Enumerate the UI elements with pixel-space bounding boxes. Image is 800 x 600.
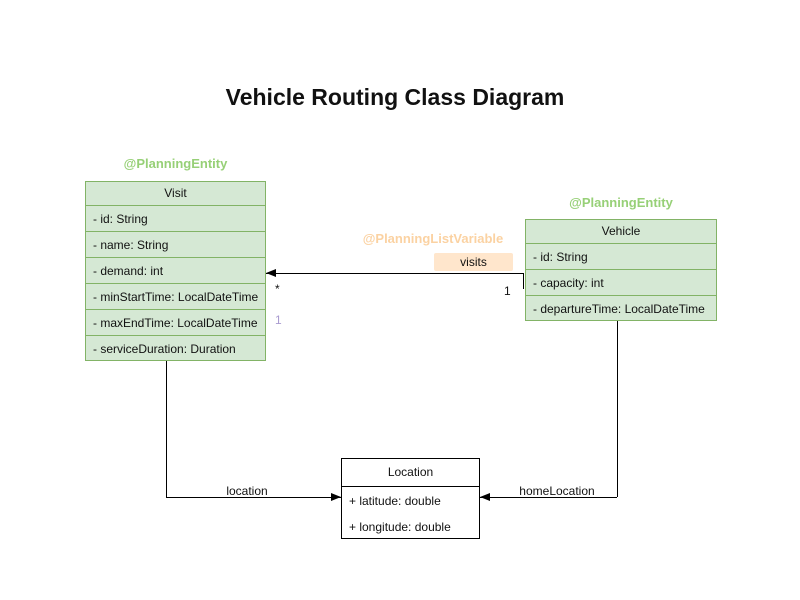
class-box-vehicle: Vehicle - id: String - capacity: int - d…	[525, 219, 717, 321]
location-class-name: Location	[342, 459, 479, 487]
visits-planning-list-variable-annotation: @PlanningListVariable	[362, 231, 504, 246]
vehicle-attribute-id: - id: String	[526, 244, 716, 270]
visit-attribute-demand: - demand: int	[86, 258, 265, 284]
homelocation-edge-line-vertical	[617, 321, 618, 497]
vehicle-class-name: Vehicle	[526, 220, 716, 244]
visit-attribute-serviceduration: - serviceDuration: Duration	[93, 342, 236, 356]
location-edge-line-horizontal	[166, 497, 341, 498]
vehicle-attribute-capacity: - capacity: int	[526, 270, 716, 296]
homelocation-edge-line-horizontal	[480, 497, 617, 498]
diagram-title: Vehicle Routing Class Diagram	[225, 84, 565, 110]
class-box-visit: Visit - id: String - name: String - dema…	[85, 181, 266, 361]
location-edge-line-vertical	[166, 361, 167, 497]
visits-arrowhead-icon	[266, 269, 276, 277]
location-arrowhead-icon	[331, 493, 341, 501]
visit-attribute-maxendtime: - maxEndTime: LocalDateTime	[86, 310, 265, 336]
visits-multiplicity-secondary: 1	[275, 313, 282, 327]
visits-edge-label: visits	[434, 253, 513, 271]
homelocation-arrowhead-icon	[480, 493, 490, 501]
visit-class-name: Visit	[86, 182, 265, 206]
vehicle-attribute-departuretime: - departureTime: LocalDateTime	[533, 302, 705, 316]
vehicle-planning-entity-annotation: @PlanningEntity	[569, 195, 673, 210]
class-box-location: Location + latitude: double + longitude:…	[341, 458, 480, 539]
visit-attribute-minstarttime: - minStartTime: LocalDateTime	[86, 284, 265, 310]
location-attribute-longitude: + longitude: double	[349, 520, 451, 534]
visits-multiplicity-source: 1	[504, 284, 511, 298]
homelocation-edge-label: homeLocation	[519, 484, 595, 498]
visits-edge-line-vertical	[523, 273, 524, 289]
visits-multiplicity-target: *	[275, 282, 280, 296]
visit-planning-entity-annotation: @PlanningEntity	[123, 156, 228, 171]
visit-attribute-id: - id: String	[86, 206, 265, 232]
location-edge-label: location	[226, 484, 268, 498]
location-attribute-latitude: + latitude: double	[349, 494, 441, 508]
visits-edge-line-horizontal	[266, 273, 524, 274]
location-attributes: + latitude: double + longitude: double	[342, 487, 479, 540]
visit-attribute-name: - name: String	[86, 232, 265, 258]
